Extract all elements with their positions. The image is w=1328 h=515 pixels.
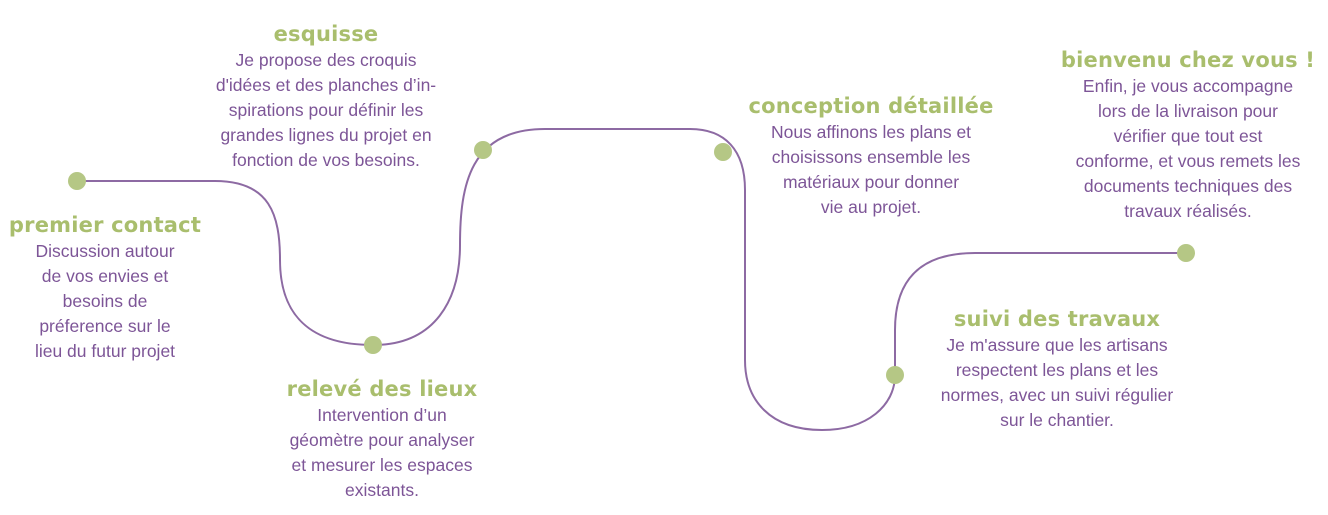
step-description: Intervention d’un géomètre pour analyser… xyxy=(289,405,475,500)
step-dot-premier-contact xyxy=(68,172,86,190)
step-title: relevé des lieux xyxy=(286,377,478,401)
step-dot-suivi-des-travaux xyxy=(886,366,904,384)
step-description: Nous affinons les plans et choisissons e… xyxy=(770,122,972,217)
step-description: Je m'assure que les artisans respectent … xyxy=(940,335,1174,430)
step-suivi-des-travaux: suivi des travaux Je m'assure que les ar… xyxy=(912,305,1202,433)
step-title: bienvenu chez vous ! xyxy=(1060,48,1316,72)
step-conception-detaillee: conception détaillée Nous affinons les p… xyxy=(741,92,1001,220)
step-dot-esquisse xyxy=(474,141,492,159)
timeline-path xyxy=(77,128,1186,432)
step-title: conception détaillée xyxy=(748,94,994,118)
step-releve-des-lieux: relevé des lieux Intervention d’un géomè… xyxy=(252,375,512,503)
step-description: Discussion autour de vos envies et besoi… xyxy=(34,241,176,361)
step-premier-contact: premier contact Discussion autour de vos… xyxy=(5,211,205,364)
step-dot-conception-detaillee xyxy=(714,143,732,161)
step-esquisse: esquisse Je propose des croquis d'idées … xyxy=(186,20,466,173)
step-title: esquisse xyxy=(273,22,379,46)
step-description: Enfin, je vous accompagne lors de la liv… xyxy=(1075,76,1301,221)
step-bienvenu-chez-vous: bienvenu chez vous ! Enfin, je vous acco… xyxy=(1048,46,1328,224)
step-dot-bienvenu-chez-vous xyxy=(1177,244,1195,262)
step-description: Je propose des croquis d'idées et des pl… xyxy=(215,50,437,170)
step-title: suivi des travaux xyxy=(953,307,1161,331)
step-dot-releve-des-lieux xyxy=(364,336,382,354)
step-title: premier contact xyxy=(8,213,202,237)
